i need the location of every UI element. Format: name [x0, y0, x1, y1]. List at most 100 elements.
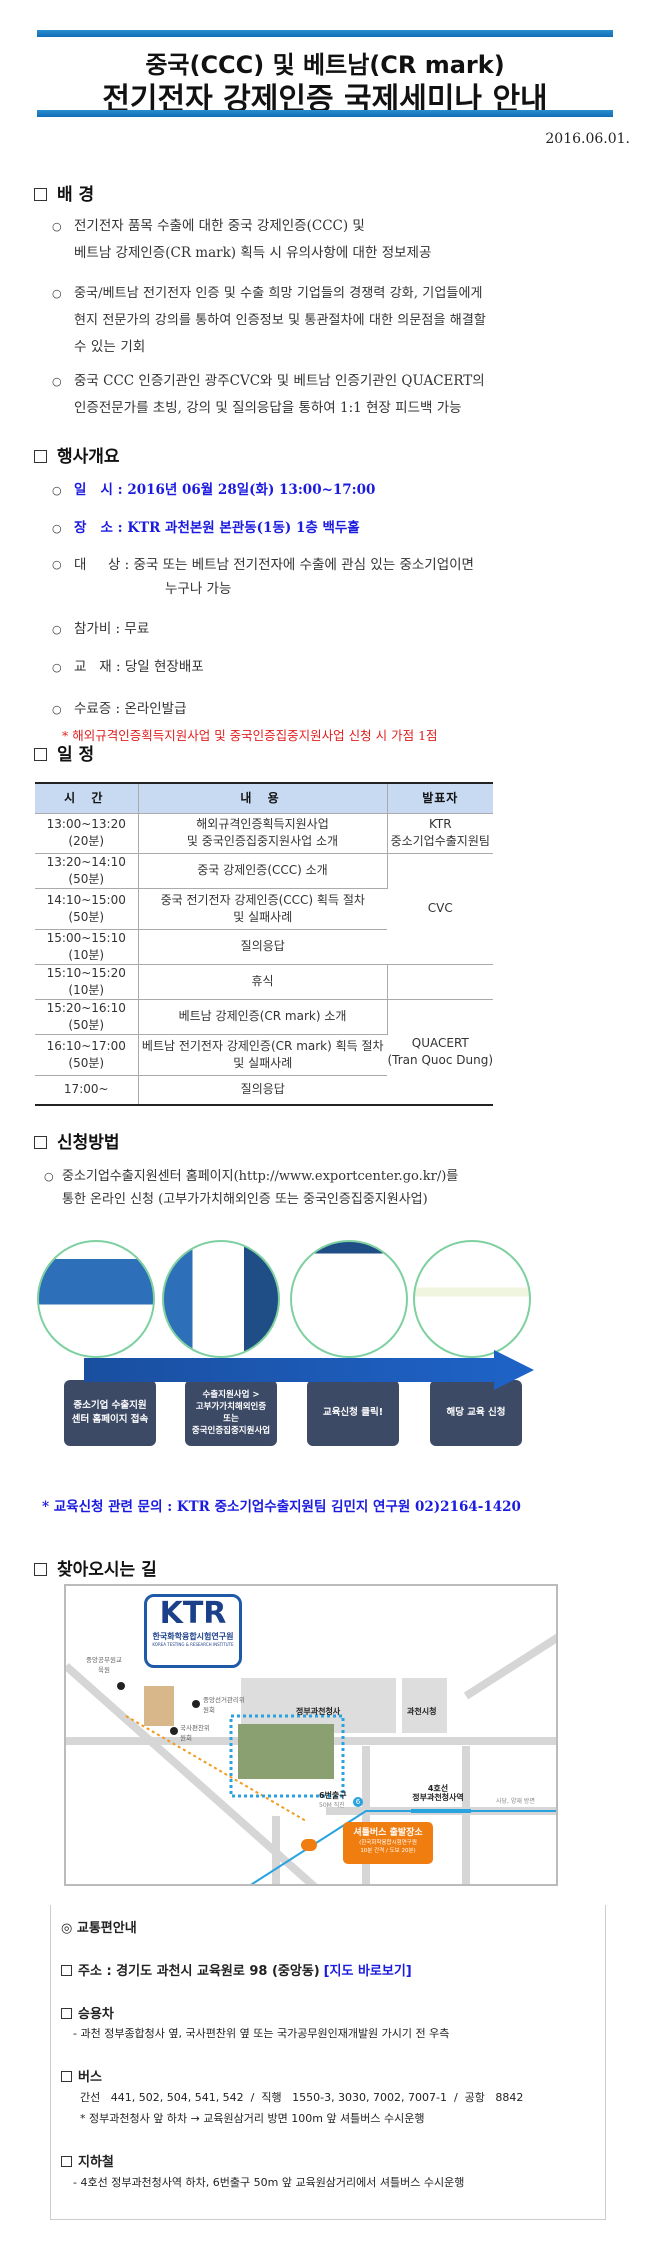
column-header: 시 간: [35, 783, 139, 814]
checkbox-icon: [34, 450, 47, 463]
map-label-gov: 정부과천청사: [296, 1707, 341, 1716]
car-label: 승용차: [78, 2007, 114, 2022]
text: 및 실패사례: [233, 1055, 293, 1070]
section-heading-overview: 행사개요: [34, 442, 120, 467]
car-info: - 과천 정부종합청사 옆, 국사편찬위 옆 또는 국가공무원인재개발원 가시기…: [73, 2027, 450, 2040]
checkbox-icon: [61, 2071, 72, 2082]
heading-text: 행사개요: [57, 447, 120, 467]
heading-text: 찾아오시는 길: [57, 1560, 157, 1580]
circle-bullet-icon: ○: [52, 703, 62, 716]
text: 베트남 전기전자 강제인증(CR mark) 획득 절차: [141, 1038, 384, 1053]
time-cell: 16:10~17:00 (50분): [35, 1034, 139, 1076]
time-cell: 17:00~: [35, 1075, 139, 1106]
content-cell: 질의응답: [138, 1075, 387, 1106]
time-cell: 15:00~15:10 (10분): [35, 929, 139, 965]
apply-text: ○중소기업수출지원센터 홈페이지(http://www.exportcenter…: [44, 1165, 614, 1211]
step-4: 해당 교육 신청: [430, 1380, 522, 1446]
text: 중소기업수출지원팀: [390, 834, 490, 848]
overview-venue: ○장 소 : KTR 과천본원 본관동(1동) 1층 백두홀: [52, 515, 622, 542]
map-label-exit-sub: 50M 직진: [319, 1802, 345, 1809]
screenshot-course-list: [413, 1240, 531, 1358]
checkbox-icon: [61, 2156, 72, 2167]
text: 셔틀버스 출발장소: [353, 1828, 423, 1838]
content-cell: 휴식: [138, 964, 388, 1000]
heading-text: 일 정: [57, 745, 95, 765]
screenshot-menu: [162, 1240, 280, 1358]
screenshot-homepage: [37, 1240, 155, 1358]
text: 중국/베트남 전기전자 인증 및 수출 희망 기업들의 경쟁력 강화, 기업들에…: [74, 286, 483, 301]
checkbox-icon: [34, 1563, 47, 1576]
poi-label: 국사편찬위원회: [180, 1724, 210, 1742]
table-row: 15:00~15:10 (10분)질의응답: [35, 929, 493, 965]
text: 현지 전문가의 강의를 통하여 인증정보 및 통관절차에 대한 의문점을 해결할: [74, 313, 486, 328]
process-arrow-icon: [84, 1350, 534, 1390]
text: 교육신청 클릭!: [322, 1407, 384, 1418]
value: KTR 과천본원 본관동(1동) 1층 백두홀: [127, 520, 360, 536]
text: 중국인증집중지원사업: [191, 1426, 271, 1436]
overview-date: ○일 시 : 2016년 06월 28일(화) 13:00~17:00: [52, 477, 622, 504]
table-row: 16:10~17:00 (50분)베트남 전기전자 강제인증(CR mark) …: [35, 1034, 493, 1076]
text: 10분 간격 / 도보 20분): [360, 1848, 416, 1854]
label: 수료증 :: [74, 701, 121, 717]
poi-label: 중앙공무원교육원: [86, 1656, 122, 1674]
heading-text: 배 경: [57, 185, 95, 205]
map-view-link[interactable]: [지도 바로보기]: [323, 1964, 412, 1979]
label: 교 재 :: [74, 659, 121, 675]
poi-label: 중앙선거관리위원회: [203, 1696, 245, 1714]
inquiry-text: * 교육신청 관련 문의 : KTR 중소기업수출지원팀 김민지 연구원 02)…: [42, 1499, 521, 1515]
location-map: KTR 한국화학융합시험연구원 KOREA TESTING & RESEARCH…: [64, 1584, 558, 1886]
address: 주소 : 경기도 과천시 교육원로 98 (중앙동): [78, 1964, 320, 1979]
value: 온라인발급: [124, 701, 187, 717]
exit-number-badge: 6: [353, 1797, 363, 1807]
text: 4호선: [427, 1784, 449, 1793]
circle-bullet-icon: ○: [52, 623, 62, 636]
section-heading-schedule: 일 정: [34, 740, 94, 765]
overview-material: ○교 재 : 당일 현장배포: [52, 654, 622, 681]
title-line-1: 중국(CCC) 및 베트남(CR mark): [145, 51, 505, 79]
text: 전기전자 품목 수출에 대한 중국 강제인증(CCC) 및: [74, 218, 365, 234]
presenter-cell: QUACERT(Tran Quoc Dung): [387, 999, 493, 1106]
table-row: 14:10~15:00 (50분)중국 전기전자 강제인증(CCC) 획득 절차…: [35, 888, 493, 930]
content-cell: 베트남 강제인증(CR mark) 소개: [138, 999, 388, 1035]
circle-bullet-icon: ○: [52, 220, 62, 233]
section-heading-directions: 찾아오시는 길: [34, 1560, 157, 1580]
shuttle-location-label: 셔틀버스 출발장소 (한국화학융합시험연구원 10분 간격 / 도보 20분): [343, 1822, 433, 1864]
value: 당일 현장배포: [124, 659, 204, 675]
checkbox-icon: [61, 2008, 72, 2019]
title-bar-top: [37, 30, 613, 37]
section-heading-background: 배 경: [34, 180, 94, 205]
value: 누구나 가능: [165, 581, 232, 597]
text: KTR: [428, 817, 452, 831]
content-cell: 중국 강제인증(CCC) 소개: [138, 853, 388, 889]
title-bar-bottom: [37, 110, 613, 117]
checkbox-icon: [34, 1136, 47, 1149]
label: 참가비 :: [74, 621, 121, 637]
time-cell: 13:20~14:10 (50분): [35, 853, 139, 889]
value: 무료: [124, 621, 150, 637]
checkbox-icon: [34, 188, 47, 201]
ktr-logo: KTR 한국화학융합시험연구원 KOREA TESTING & RESEARCH…: [144, 1594, 242, 1668]
text: (한국화학융합시험연구원: [359, 1840, 417, 1846]
traffic-title: ◎ 교통편안내: [61, 1921, 137, 1936]
heading-text: 신청방법: [57, 1133, 120, 1153]
screenshot-apply-click: [290, 1240, 408, 1358]
text: 베트남 강제인증(CR mark) 획득 시 유의사항에 대한 정보제공: [74, 245, 432, 261]
overview-note: * 해외규격인증획득지원사업 및 중국인증집중지원사업 신청 시 가점 1점: [62, 728, 438, 743]
logo-text: KTR: [159, 1596, 227, 1631]
table-row: 15:10~15:20 (10분)휴식: [35, 964, 493, 1000]
text: 또는: [223, 1414, 239, 1424]
text: 고부가가치해외인증: [195, 1402, 267, 1412]
map-label-direction: 사당, 양재 방면: [496, 1798, 535, 1805]
text: 중국 CCC 인증기관인 광주CVC와 및 베트남 인증기관인 QUACERT의: [74, 373, 485, 389]
